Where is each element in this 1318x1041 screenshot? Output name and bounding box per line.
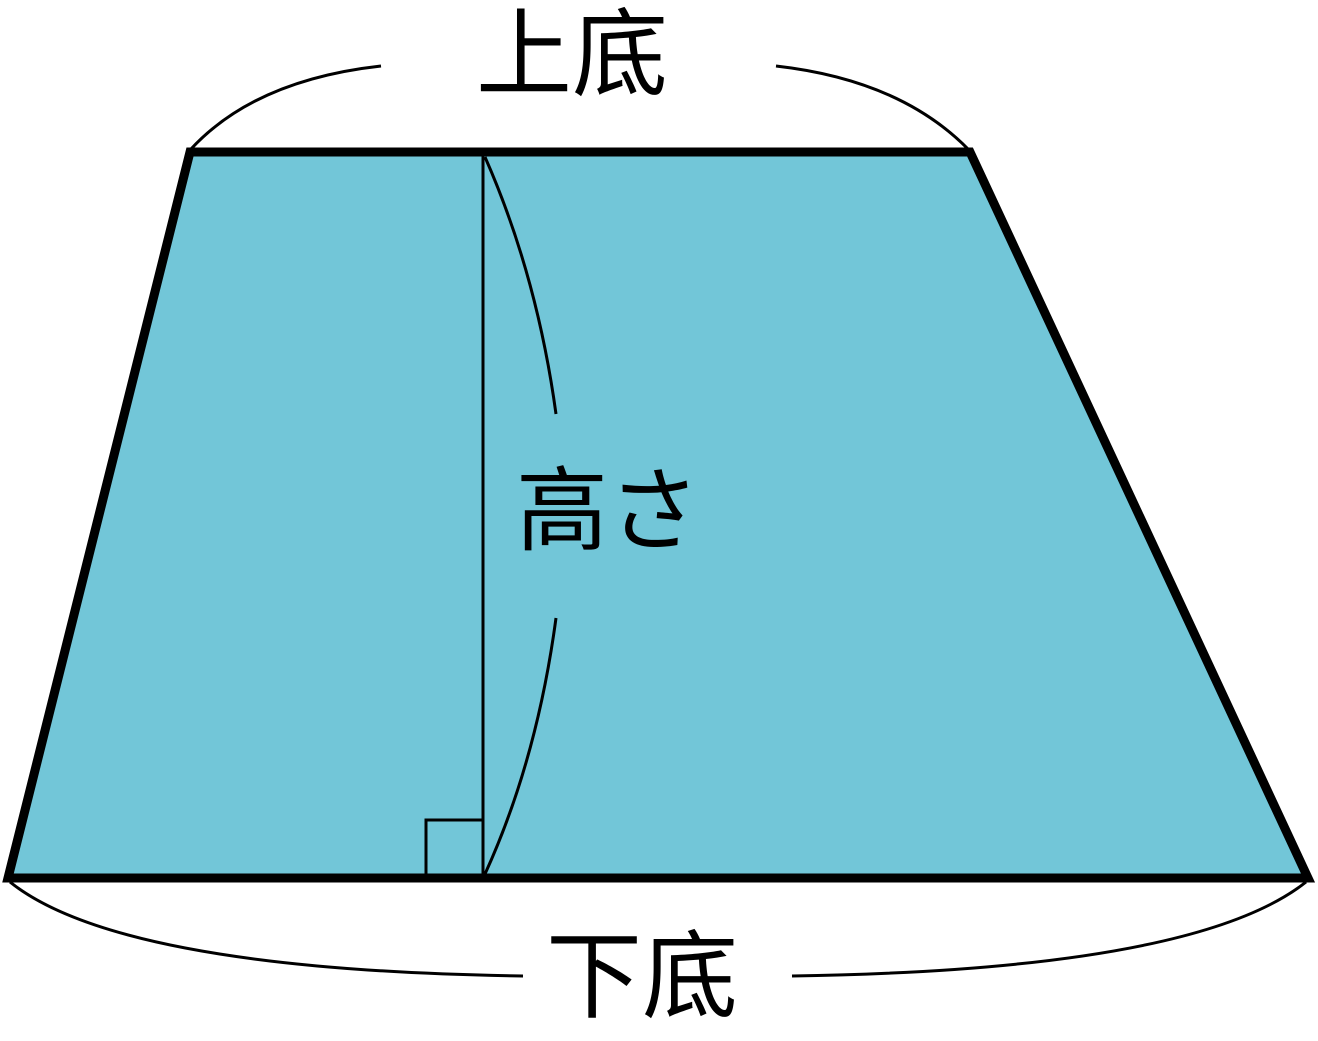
height-label: 高さ xyxy=(516,458,700,565)
bottom-base-brace-left xyxy=(9,880,524,978)
height-brace-lower xyxy=(483,617,558,875)
trapezoid-shape xyxy=(2,147,1316,883)
bottom-base-brace-right xyxy=(791,880,1307,978)
top-base-brace-left xyxy=(189,64,382,151)
top-base-label: 上底 xyxy=(476,0,668,111)
height-brace-upper xyxy=(483,156,558,415)
top-base-brace-right xyxy=(775,64,970,151)
right-angle-marker xyxy=(424,818,483,878)
bottom-base-label: 下底 xyxy=(546,921,738,1033)
